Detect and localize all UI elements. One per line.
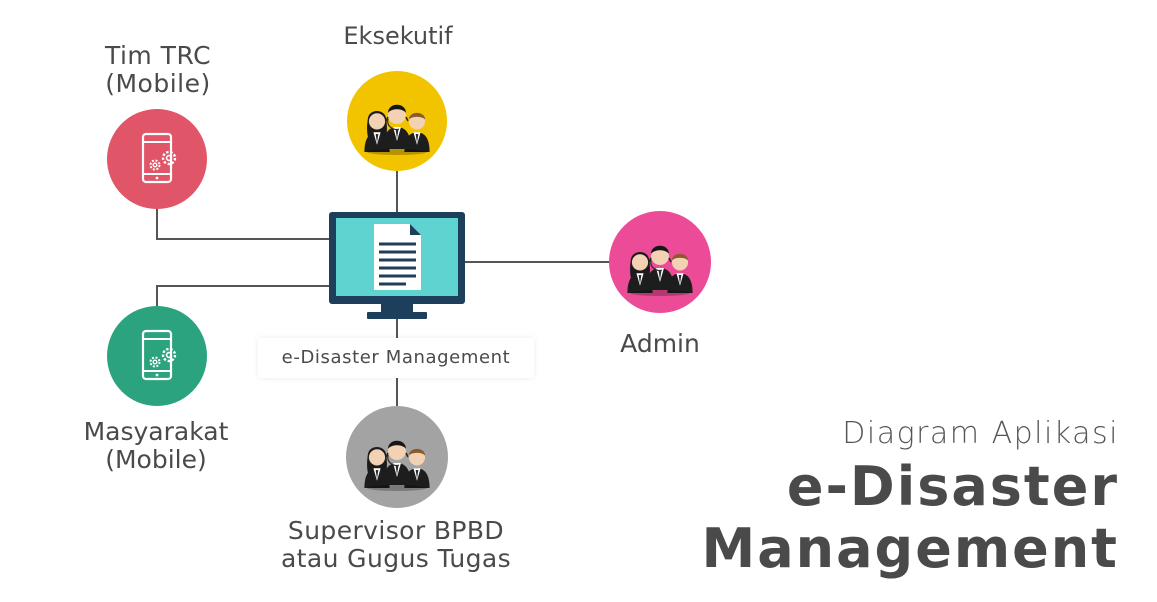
- node-tim-trc[interactable]: [107, 109, 207, 209]
- label-eksekutif: Eksekutif: [343, 22, 453, 50]
- label-admin: Admin: [620, 329, 700, 358]
- title-line2: Management: [701, 517, 1119, 580]
- node-eksekutif[interactable]: [347, 71, 447, 171]
- label-masyarakat-line2: (Mobile): [105, 445, 207, 474]
- node-masyarakat[interactable]: [107, 306, 207, 406]
- node-admin[interactable]: [609, 211, 711, 313]
- center-system-label: e-Disaster Management: [258, 338, 534, 378]
- label-supervisor-line1: Supervisor BPBD: [287, 516, 505, 545]
- node-supervisor[interactable]: [346, 406, 448, 508]
- label-masyarakat: Masyarakat (Mobile): [55, 418, 257, 474]
- title-block: Diagram Aplikasi e-Disaster Management: [702, 412, 1120, 580]
- monitor-document-icon[interactable]: [329, 212, 465, 319]
- tim-trc-circle: [107, 109, 207, 209]
- label-supervisor-line2: atau Gugus Tugas: [280, 544, 512, 573]
- title-subtitle: Diagram Aplikasi: [842, 416, 1119, 451]
- label-masyarakat-line1: Masyarakat: [83, 417, 229, 446]
- label-tim-trc-line2: (Mobile): [105, 69, 211, 98]
- masyarakat-circle: [107, 306, 207, 406]
- label-tim-trc-line1: Tim TRC: [104, 41, 212, 70]
- label-tim-trc: Tim TRC (Mobile): [60, 42, 256, 98]
- connector-lines: [156, 170, 610, 406]
- title-line1: e-Disaster: [786, 455, 1119, 518]
- label-supervisor: Supervisor BPBD atau Gugus Tugas: [244, 517, 548, 573]
